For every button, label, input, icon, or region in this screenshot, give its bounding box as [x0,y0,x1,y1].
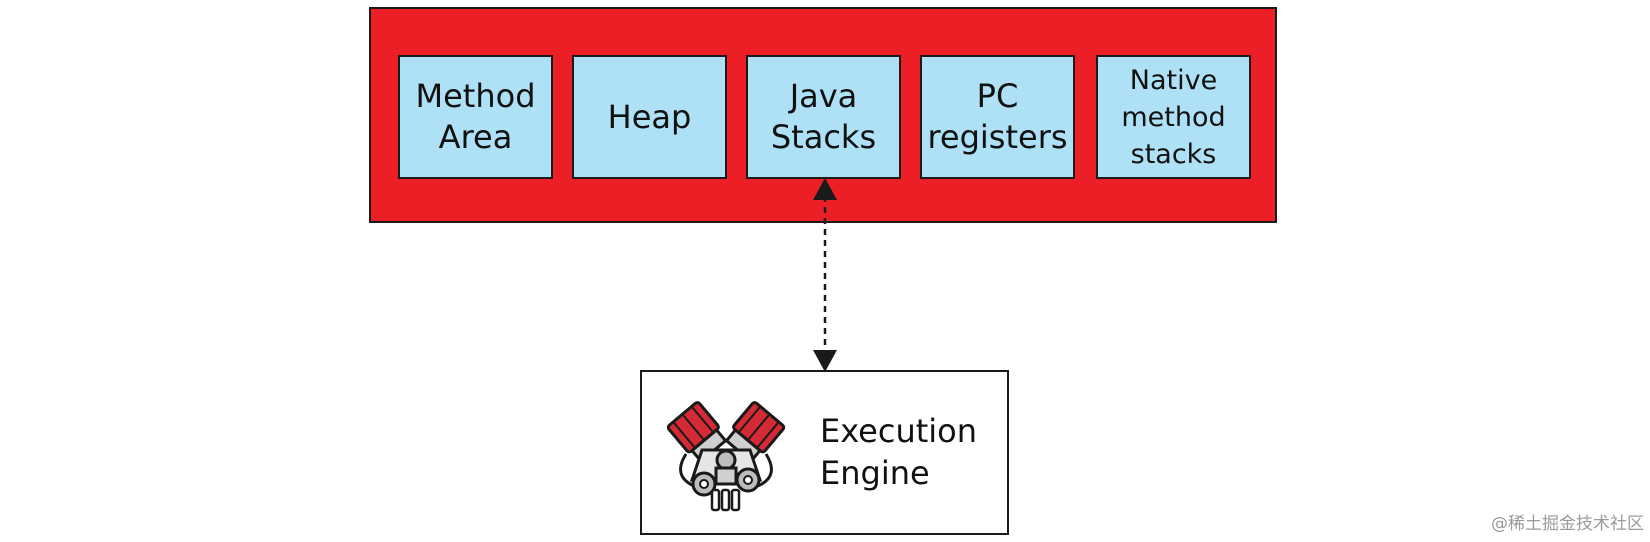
heap-box: Heap [572,55,727,179]
native-method-stacks-box: Native method stacks [1096,55,1251,179]
watermark: @稀土掘金技术社区 [1491,514,1644,534]
runtime-data-area: Method Area Heap Java Stacks PC register… [369,7,1277,223]
execution-engine-box: Execution Engine [640,370,1009,535]
java-stacks-box: Java Stacks [746,55,901,179]
engine-icon [666,401,786,512]
method-area-box: Method Area [398,55,553,179]
pc-registers-box: PC registers [920,55,1075,179]
arrowhead-down [813,350,837,372]
execution-engine-label: Execution Engine [820,412,978,492]
